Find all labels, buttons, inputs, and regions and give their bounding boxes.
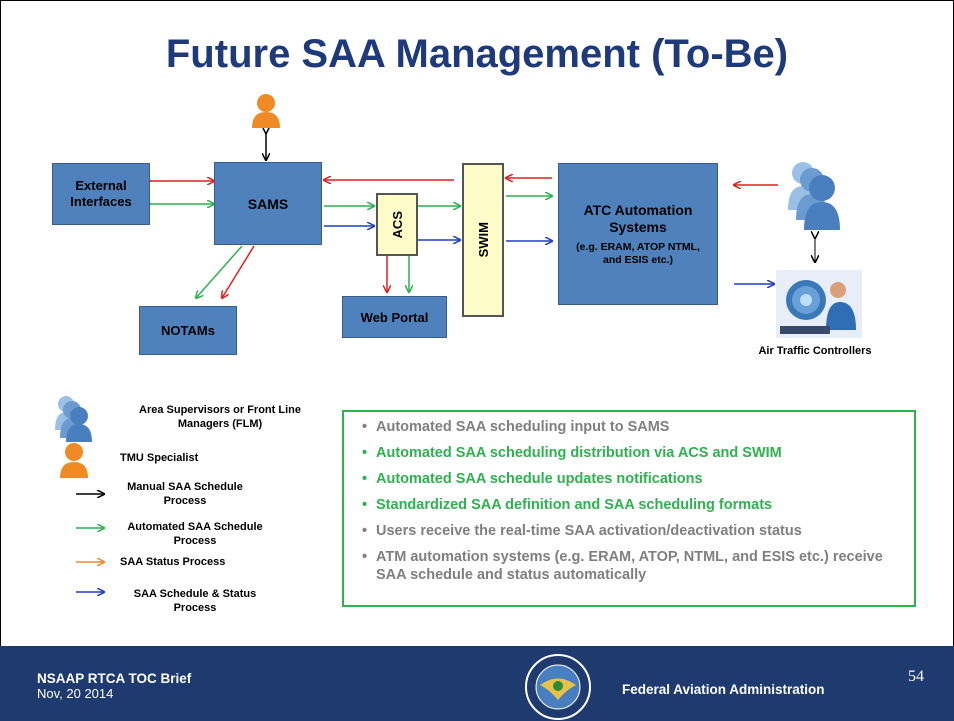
bullet-box: Automated SAA scheduling input to SAMS A… bbox=[342, 410, 916, 607]
bullet-item: Automated SAA scheduling distribution vi… bbox=[362, 444, 904, 462]
bullet-list: Automated SAA scheduling input to SAMS A… bbox=[362, 418, 904, 584]
swim-box: SWIM bbox=[462, 163, 504, 317]
legend-status-label: SAA Status Process bbox=[120, 556, 226, 568]
web-portal-box: Web Portal bbox=[342, 296, 447, 338]
atc-automation-subtitle: (e.g. ERAM, ATOP NTML, and ESIS etc.) bbox=[576, 240, 700, 266]
air-traffic-controllers-label: Air Traffic Controllers bbox=[758, 345, 872, 357]
notams-label: NOTAMs bbox=[161, 323, 215, 338]
bullet-item: Users receive the real-time SAA activati… bbox=[362, 522, 904, 540]
legend-automated-label: Automated SAA Schedule Process bbox=[127, 521, 263, 547]
footer-brief-title: NSAAP RTCA TOC Brief bbox=[37, 671, 192, 686]
footer-agency: Federal Aviation Administration bbox=[622, 682, 825, 697]
notams-box: NOTAMs bbox=[139, 306, 237, 355]
web-portal-label: Web Portal bbox=[360, 309, 429, 325]
legend-schedule-status-label: SAA Schedule & Status Process bbox=[133, 588, 257, 614]
arrow-sams-notams-green bbox=[196, 245, 243, 298]
footer-bar bbox=[0, 646, 954, 721]
acs-box: ACS bbox=[376, 193, 418, 256]
legend-flm-label: Area Supervisors or Front Line Managers … bbox=[139, 404, 301, 430]
flm-group-icon bbox=[788, 162, 840, 230]
external-interfaces-box: External Interfaces bbox=[52, 163, 150, 225]
sams-box: SAMS bbox=[214, 162, 322, 245]
legend-manual-label: Manual SAA Schedule Process bbox=[127, 481, 243, 507]
bullet-item: Automated SAA scheduling input to SAMS bbox=[362, 418, 904, 436]
atc-automation-title: ATC Automation Systems bbox=[583, 201, 693, 235]
footer-left: NSAAP RTCA TOC Brief Nov, 20 2014 bbox=[37, 671, 191, 701]
swim-label: SWIM bbox=[475, 222, 491, 258]
air-traffic-controller-icon bbox=[776, 270, 862, 338]
page-number: 54 bbox=[908, 668, 924, 685]
external-interfaces-label: External Interfaces bbox=[70, 178, 132, 209]
footer-date: Nov, 20 2014 bbox=[37, 686, 114, 701]
legend-flm-group-icon bbox=[55, 396, 92, 442]
bullet-item: Automated SAA schedule updates notificat… bbox=[362, 470, 904, 488]
slide-title: Future SAA Management (To-Be) bbox=[165, 32, 789, 76]
legend-tmu-person-icon bbox=[60, 443, 88, 478]
legend-tmu-label: TMU Specialist bbox=[120, 452, 199, 464]
bullet-item: ATM automation systems (e.g. ERAM, ATOP,… bbox=[362, 548, 904, 584]
tmu-person-icon bbox=[252, 94, 280, 128]
arrow-sams-notams-red bbox=[222, 245, 255, 298]
atc-automation-box: ATC Automation Systems (e.g. ERAM, ATOP … bbox=[558, 163, 718, 305]
bullet-item: Standardized SAA definition and SAA sche… bbox=[362, 496, 904, 514]
acs-label: ACS bbox=[389, 210, 405, 239]
sams-label: SAMS bbox=[247, 195, 289, 212]
